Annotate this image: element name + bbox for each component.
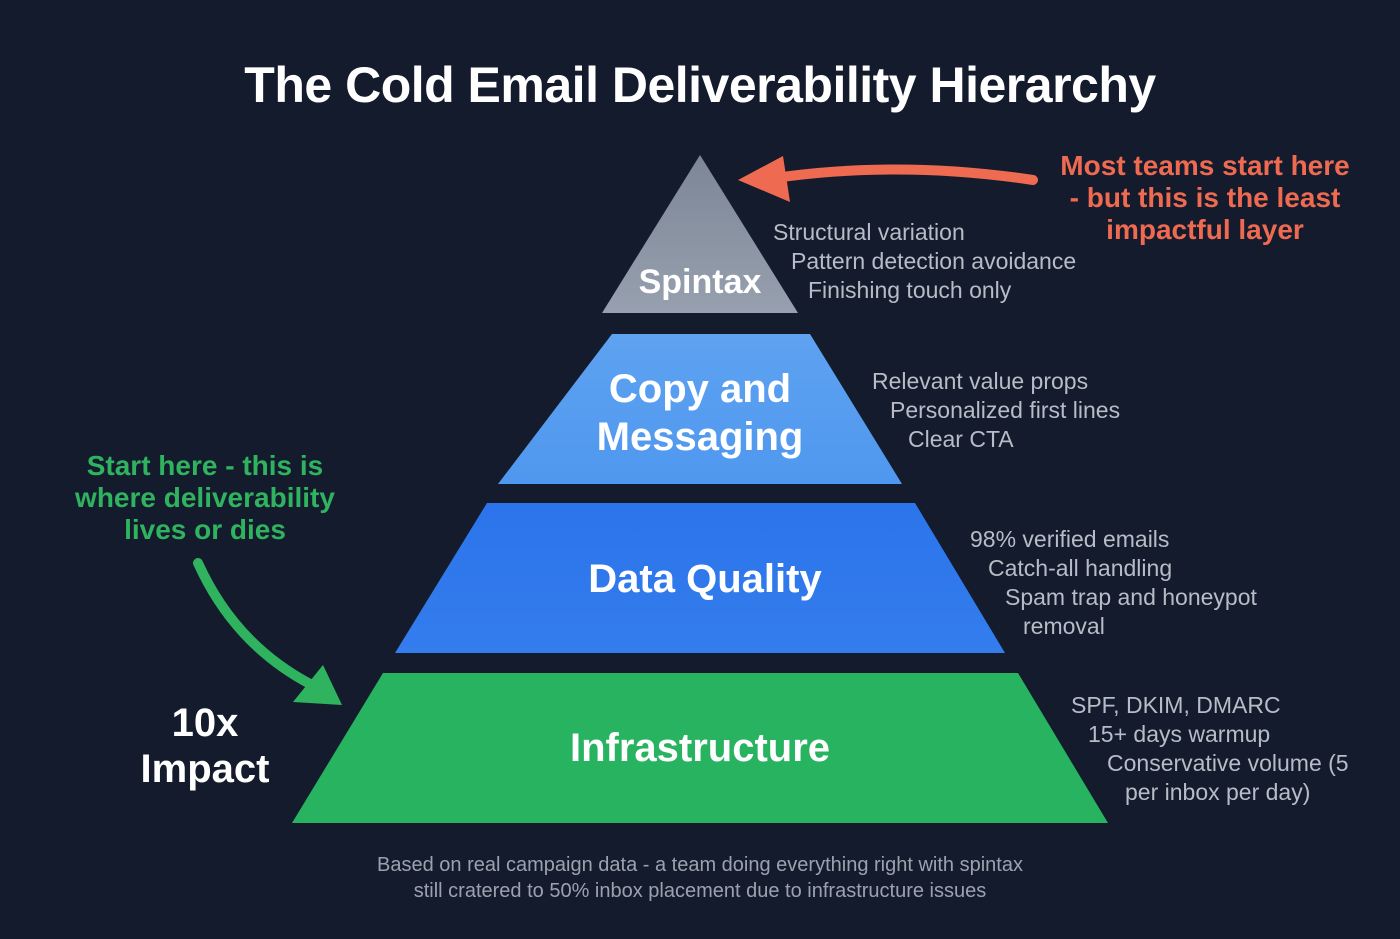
impact-line: Impact: [140, 747, 270, 791]
green-arrow-icon: [193, 558, 342, 705]
bullets-data-quality: 98% verified emails Catch-all handling S…: [970, 525, 1257, 641]
callout-line: Most teams start here: [1060, 150, 1350, 181]
pyramid-layer-copy: [498, 334, 902, 484]
bullet-item: removal: [1023, 613, 1105, 639]
pyramid-layer-spintax: [602, 155, 798, 313]
layer-label-data-quality: Data Quality: [500, 556, 910, 603]
bullets-copy: Relevant value props Personalized first …: [872, 367, 1120, 454]
bullet-item: Finishing touch only: [808, 277, 1012, 303]
bullet-item: Catch-all handling: [988, 555, 1173, 581]
bullet-item: Pattern detection avoidance: [791, 248, 1077, 274]
callout-start-here: Start here - this is where deliverabilit…: [40, 450, 370, 546]
layer-label-text: Data Quality: [588, 557, 822, 601]
callout-line: lives or dies: [124, 514, 286, 545]
bullet-item: 15+ days warmup: [1088, 721, 1271, 747]
callout-line: Start here - this is: [86, 450, 324, 481]
layer-label-infrastructure: Infrastructure: [500, 725, 900, 772]
callout-line: where deliverability: [75, 482, 335, 513]
pyramid-layer-infrastructure: [292, 673, 1108, 823]
callout-line: impactful layer: [1106, 214, 1304, 245]
pyramid-layer-data-quality: [395, 503, 1005, 653]
bullet-item: Structural variation: [773, 219, 965, 245]
bullet-item: Conservative volume (5: [1107, 750, 1349, 776]
footnote: Based on real campaign data - a team doi…: [0, 852, 1400, 904]
bullet-item: Personalized first lines: [890, 397, 1121, 423]
layer-label-text: Messaging: [596, 415, 804, 459]
layer-label-spintax: Spintax: [600, 262, 800, 302]
bullets-infrastructure: SPF, DKIM, DMARC 15+ days warmup Conserv…: [1071, 691, 1349, 807]
layer-label-text: Copy and: [608, 367, 792, 411]
bullet-item: per inbox per day): [1125, 779, 1311, 805]
layer-label-text: Spintax: [638, 263, 762, 301]
impact-label: 10x Impact: [105, 700, 305, 792]
layer-label-copy: Copy and Messaging: [540, 365, 860, 461]
diagram-title: The Cold Email Deliverability Hierarchy: [244, 57, 1156, 113]
footnote-line: Based on real campaign data - a team doi…: [377, 854, 1023, 876]
callout-line: - but this is the least: [1069, 182, 1341, 213]
bullets-spintax: Structural variation Pattern detection a…: [773, 218, 1076, 305]
layer-label-text: Infrastructure: [569, 726, 831, 770]
red-arrow-icon: [738, 156, 1038, 202]
bullet-item: 98% verified emails: [970, 526, 1170, 552]
impact-line: 10x: [171, 701, 239, 745]
bullet-item: Relevant value props: [872, 368, 1089, 394]
bullet-item: SPF, DKIM, DMARC: [1071, 692, 1281, 718]
callout-most-teams: Most teams start here - but this is the …: [1030, 150, 1380, 246]
bullet-item: Clear CTA: [908, 426, 1014, 452]
footnote-line: still cratered to 50% inbox placement du…: [413, 880, 987, 902]
bullet-item: Spam trap and honeypot: [1005, 584, 1257, 610]
